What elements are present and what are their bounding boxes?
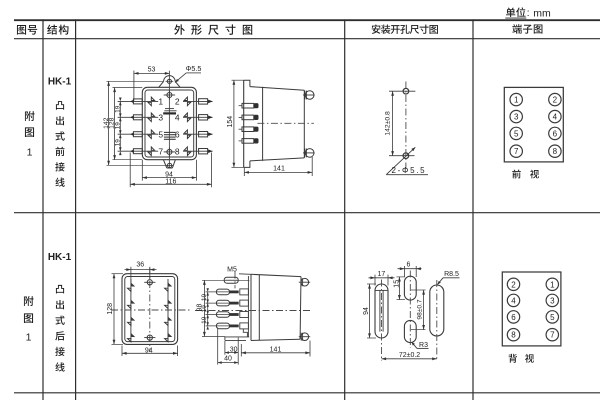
svg-text:4: 4 — [511, 296, 516, 305]
svg-text:M5: M5 — [227, 266, 237, 273]
svg-text:6: 6 — [175, 129, 180, 139]
svg-text:mm: mm — [533, 7, 551, 19]
svg-text:94: 94 — [363, 307, 370, 315]
svg-text:3: 3 — [550, 296, 555, 305]
svg-text:94: 94 — [145, 348, 153, 355]
svg-text:141: 141 — [273, 166, 285, 173]
svg-text:154: 154 — [227, 116, 234, 128]
svg-text:98±0.7: 98±0.7 — [417, 299, 424, 319]
svg-text:R3: R3 — [419, 342, 428, 349]
svg-text:19: 19 — [201, 305, 208, 313]
svg-text:53: 53 — [148, 66, 156, 73]
svg-text:19: 19 — [114, 122, 121, 130]
svg-text:19: 19 — [114, 139, 121, 147]
svg-text:2-Φ5.5: 2-Φ5.5 — [392, 166, 427, 175]
svg-text:4: 4 — [553, 113, 558, 122]
svg-text:141: 141 — [270, 346, 282, 353]
svg-text:128: 128 — [108, 117, 115, 129]
svg-text:6: 6 — [511, 313, 516, 322]
svg-text:5: 5 — [514, 129, 519, 138]
svg-text:2: 2 — [553, 96, 558, 105]
svg-text:HK-1: HK-1 — [48, 252, 72, 263]
svg-text:8: 8 — [175, 146, 180, 156]
svg-text:2: 2 — [511, 280, 516, 289]
svg-text:19: 19 — [201, 316, 208, 324]
svg-text:19: 19 — [114, 105, 121, 113]
svg-text:R8.5: R8.5 — [444, 271, 459, 278]
svg-text:98: 98 — [197, 304, 204, 312]
svg-text:7: 7 — [550, 331, 555, 340]
svg-text:6: 6 — [553, 129, 558, 138]
svg-text:36: 36 — [136, 262, 144, 269]
svg-text:6: 6 — [406, 261, 410, 268]
svg-text:30: 30 — [230, 346, 238, 353]
svg-text:8: 8 — [553, 147, 558, 156]
svg-text:5: 5 — [158, 129, 163, 139]
svg-text:2: 2 — [175, 97, 180, 107]
svg-text:Φ5.5: Φ5.5 — [186, 64, 202, 73]
svg-text:1: 1 — [158, 97, 163, 107]
svg-text:8: 8 — [511, 331, 516, 340]
svg-text::: : — [527, 8, 530, 19]
svg-text:15: 15 — [393, 280, 400, 288]
svg-text:19: 19 — [201, 294, 208, 302]
svg-text:HK-1: HK-1 — [48, 77, 72, 88]
svg-text:1: 1 — [27, 147, 33, 159]
svg-text:94: 94 — [165, 171, 173, 178]
svg-text:4: 4 — [175, 113, 180, 123]
svg-text:1: 1 — [514, 96, 519, 105]
svg-text:40: 40 — [224, 356, 232, 363]
svg-text:5: 5 — [550, 313, 555, 322]
svg-text:7: 7 — [158, 146, 163, 156]
svg-text:72±0.2: 72±0.2 — [399, 352, 420, 359]
svg-text:1: 1 — [26, 332, 32, 344]
svg-text:116: 116 — [165, 178, 176, 185]
svg-text:3: 3 — [514, 113, 519, 122]
svg-text:128: 128 — [107, 303, 114, 315]
svg-text:7: 7 — [514, 147, 519, 156]
svg-text:17: 17 — [378, 271, 386, 278]
svg-text:142: 142 — [103, 117, 110, 129]
svg-text:3: 3 — [158, 113, 163, 123]
svg-text:1: 1 — [550, 280, 555, 289]
svg-text:142±0.8: 142±0.8 — [385, 111, 392, 136]
